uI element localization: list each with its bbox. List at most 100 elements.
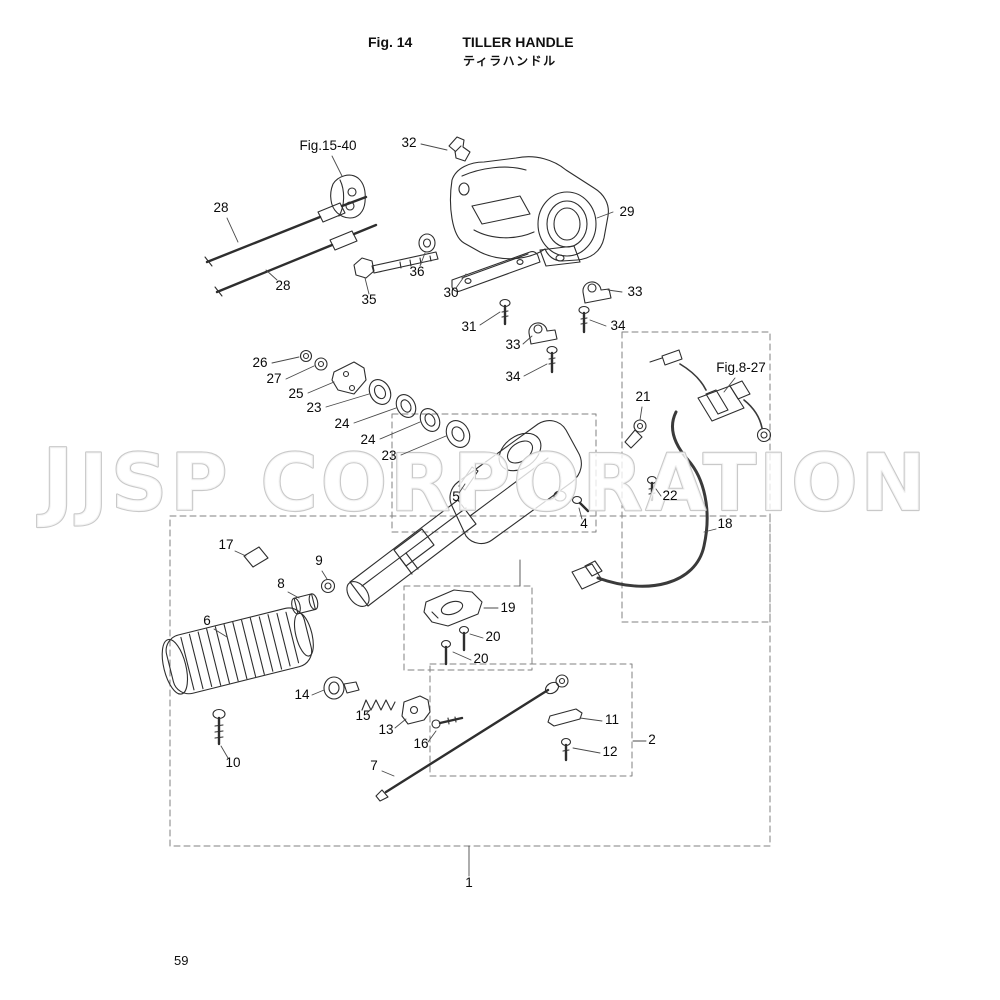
leader-line bbox=[364, 277, 370, 295]
leader-line bbox=[578, 507, 583, 520]
part-callout-7: 7 bbox=[370, 758, 378, 773]
leader-line bbox=[469, 633, 484, 639]
part-bracket-30 bbox=[451, 251, 541, 292]
part-nut-9 bbox=[320, 578, 336, 594]
leader-line bbox=[596, 211, 614, 219]
part-callout-Fig.15-40: Fig.15-40 bbox=[299, 138, 356, 153]
part-clamp-33-lower bbox=[528, 322, 558, 345]
part-ring-24-lower bbox=[419, 408, 441, 432]
part-callout-34: 34 bbox=[505, 369, 521, 384]
leader-line bbox=[366, 706, 374, 714]
part-screw-22 bbox=[646, 475, 658, 502]
part-callout-9: 9 bbox=[315, 553, 323, 568]
part-harness-18 bbox=[571, 349, 772, 590]
figure-title-japanese: ティラハンドル bbox=[463, 54, 557, 68]
part-screw-34-right bbox=[578, 305, 590, 334]
page-number: 59 bbox=[174, 953, 189, 968]
part-callout-26: 26 bbox=[252, 355, 267, 370]
part-rod-7 bbox=[375, 674, 569, 802]
leader-line bbox=[455, 273, 467, 289]
leader-line bbox=[331, 155, 343, 177]
leader-line bbox=[420, 143, 448, 151]
part-screw-10 bbox=[212, 708, 226, 746]
part-callout-34: 34 bbox=[610, 318, 626, 333]
part-callout-35: 35 bbox=[361, 292, 376, 307]
part-spring-15 bbox=[361, 699, 396, 711]
part-callout-29: 29 bbox=[619, 204, 634, 219]
part-callout-11: 11 bbox=[605, 712, 619, 727]
leader-line bbox=[458, 483, 466, 494]
leader-line bbox=[523, 363, 548, 377]
leader-line bbox=[285, 365, 315, 380]
leader-line bbox=[234, 550, 247, 557]
leader-line bbox=[353, 407, 397, 424]
leader-line bbox=[321, 570, 328, 580]
part-callout-15: 15 bbox=[355, 708, 370, 723]
part-callout-2: 2 bbox=[648, 732, 656, 747]
group-outline-box bbox=[169, 515, 771, 847]
part-clamp-33-right bbox=[582, 281, 612, 304]
part-screw-31 bbox=[499, 298, 511, 326]
part-seal-23-lower bbox=[445, 420, 471, 448]
part-callout-18: 18 bbox=[717, 516, 732, 531]
leader-line bbox=[394, 718, 407, 729]
part-callout-22: 22 bbox=[662, 488, 677, 503]
part-callout-13: 13 bbox=[378, 722, 393, 737]
leader-line bbox=[226, 217, 239, 243]
part-callout-1: 1 bbox=[465, 875, 473, 890]
part-ring-24-upper bbox=[395, 394, 417, 418]
part-bushing-8 bbox=[291, 593, 319, 615]
part-clamp-13 bbox=[401, 695, 431, 725]
leader-line bbox=[220, 745, 229, 759]
part-screw-20-left bbox=[440, 639, 452, 666]
part-callout-24: 24 bbox=[334, 416, 350, 431]
part-callout-6: 6 bbox=[203, 613, 211, 628]
part-callout-14: 14 bbox=[294, 687, 310, 702]
watermark: JJSP CORPORATION bbox=[37, 431, 929, 531]
part-callout-30: 30 bbox=[443, 285, 458, 300]
part-callout-12: 12 bbox=[602, 744, 617, 759]
part-callout-36: 36 bbox=[409, 264, 424, 279]
leader-line bbox=[271, 356, 300, 364]
part-callout-33: 33 bbox=[505, 337, 520, 352]
part-callout-23: 23 bbox=[306, 400, 321, 415]
leader-line bbox=[419, 252, 426, 267]
group-outline-box bbox=[429, 663, 633, 777]
part-callout-32: 32 bbox=[401, 135, 416, 150]
part-clip-32 bbox=[448, 136, 471, 162]
part-washer-27 bbox=[314, 357, 328, 371]
group-outline-box bbox=[621, 331, 771, 623]
leader-line bbox=[572, 747, 601, 754]
part-bolt-4 bbox=[571, 495, 590, 513]
part-callout-24: 24 bbox=[360, 432, 376, 447]
leader-line bbox=[381, 770, 395, 777]
part-callout-33: 33 bbox=[627, 284, 642, 299]
part-callout-23: 23 bbox=[381, 448, 396, 463]
part-callout-20: 20 bbox=[473, 651, 488, 666]
group-boxes-layer bbox=[169, 331, 771, 847]
part-callout-5: 5 bbox=[452, 489, 460, 504]
part-callout-21: 21 bbox=[635, 389, 650, 404]
part-callout-16: 16 bbox=[413, 736, 428, 751]
part-callout-10: 10 bbox=[225, 755, 240, 770]
part-callout-19: 19 bbox=[500, 600, 515, 615]
part-label-17 bbox=[243, 546, 269, 568]
watermark-layer: JJSP CORPORATION bbox=[36, 430, 929, 532]
leader-line bbox=[579, 717, 603, 722]
part-callout-27: 27 bbox=[266, 371, 281, 386]
leader-line bbox=[427, 730, 437, 743]
leader-line bbox=[479, 311, 501, 326]
part-grip-6 bbox=[161, 607, 314, 695]
part-callout-25: 25 bbox=[288, 386, 303, 401]
part-callout-28: 28 bbox=[213, 200, 228, 215]
part-bracket-29 bbox=[449, 156, 609, 267]
watermark-text: JSP CORPORATION bbox=[74, 439, 929, 529]
part-plate-25 bbox=[331, 361, 367, 395]
part-callout-28: 28 bbox=[275, 278, 290, 293]
figure-title: TILLER HANDLE bbox=[462, 34, 574, 50]
part-knob-14 bbox=[323, 676, 360, 700]
leader-line bbox=[607, 289, 623, 293]
leader-line bbox=[265, 269, 278, 281]
